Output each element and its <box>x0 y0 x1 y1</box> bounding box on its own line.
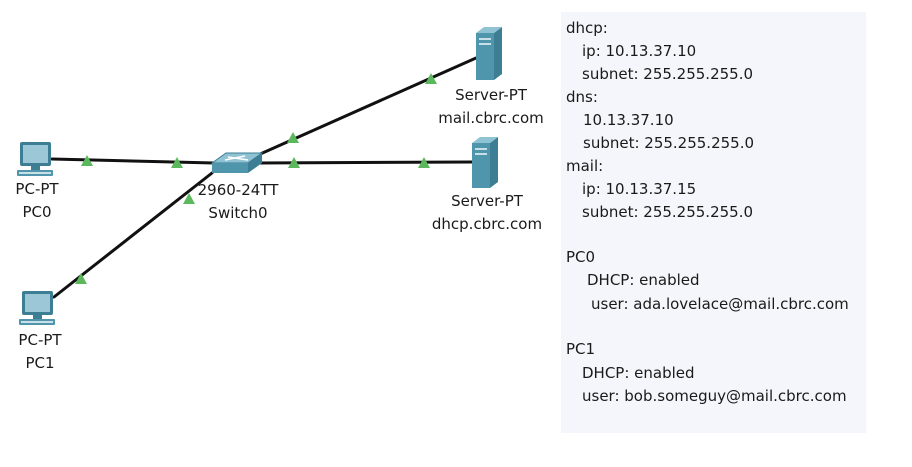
server-icon <box>476 27 502 80</box>
mail-subnet: subnet: 255.255.255.0 <box>582 203 754 221</box>
dhcp-ip: ip: 10.13.37.10 <box>582 42 697 60</box>
config-notes-panel: dhcp: ip: 10.13.37.10 subnet: 255.255.25… <box>561 12 866 433</box>
link-up-indicator <box>425 73 437 84</box>
dhcp-subnet: subnet: 255.255.255.0 <box>582 65 754 83</box>
pc-icon <box>17 142 53 176</box>
device-model: Server-PT <box>451 192 523 210</box>
mail-server-device[interactable] <box>476 27 502 80</box>
pc-icon <box>19 291 55 325</box>
pc1-label: PC-PT PC1 <box>3 329 77 375</box>
dns-ip: 10.13.37.10 <box>583 111 674 129</box>
pc0-dhcp: DHCP: enabled <box>587 271 700 289</box>
pc1-device[interactable] <box>19 291 55 325</box>
link-up-indicator <box>171 157 183 168</box>
mail-ip: ip: 10.13.37.15 <box>582 180 697 198</box>
switch0-label: 2960-24TT Switch0 <box>188 179 288 225</box>
device-model: 2960-24TT <box>197 181 279 199</box>
link-up-indicator <box>183 193 195 204</box>
pc0-header: PC0 <box>566 248 596 266</box>
pc0-user: user: ada.lovelace@mail.cbrc.com <box>591 295 849 313</box>
link-up-indicator <box>81 155 93 166</box>
pc1-user: user: bob.someguy@mail.cbrc.com <box>582 387 847 405</box>
device-model: PC-PT <box>15 180 59 198</box>
server-icon <box>472 137 498 188</box>
cables <box>50 56 478 299</box>
mail-server-label: Server-PT mail.cbrc.com <box>426 84 556 130</box>
link-status-indicators <box>75 73 437 284</box>
device-name: PC1 <box>25 354 55 372</box>
link-up-indicator <box>288 157 300 168</box>
device-name: mail.cbrc.com <box>438 109 544 127</box>
cable-pc0-switch0[interactable] <box>50 157 216 165</box>
device-name: Switch0 <box>208 204 268 222</box>
link-up-indicator <box>287 132 299 143</box>
cable-switch0-dhcp-server[interactable] <box>256 160 474 165</box>
link-up-indicator <box>418 157 430 168</box>
pc1-dhcp: DHCP: enabled <box>582 364 695 382</box>
device-model: Server-PT <box>455 86 527 104</box>
mail-header: mail: <box>566 157 604 175</box>
switch0-device[interactable] <box>210 152 264 173</box>
dhcp-server-device[interactable] <box>472 137 498 188</box>
pc1-header: PC1 <box>566 340 596 358</box>
dns-subnet: subnet: 255.255.255.0 <box>583 134 755 152</box>
dns-header: dns: <box>566 88 598 106</box>
device-name: PC0 <box>22 203 52 221</box>
device-name: dhcp.cbrc.com <box>431 215 543 233</box>
switch-icon <box>210 152 264 173</box>
dhcp-server-label: Server-PT dhcp.cbrc.com <box>422 190 552 236</box>
device-model: PC-PT <box>18 331 62 349</box>
pc0-device[interactable] <box>17 142 53 176</box>
dhcp-header: dhcp: <box>566 19 608 37</box>
pc0-label: PC-PT PC0 <box>0 178 74 224</box>
link-up-indicator <box>75 273 87 284</box>
